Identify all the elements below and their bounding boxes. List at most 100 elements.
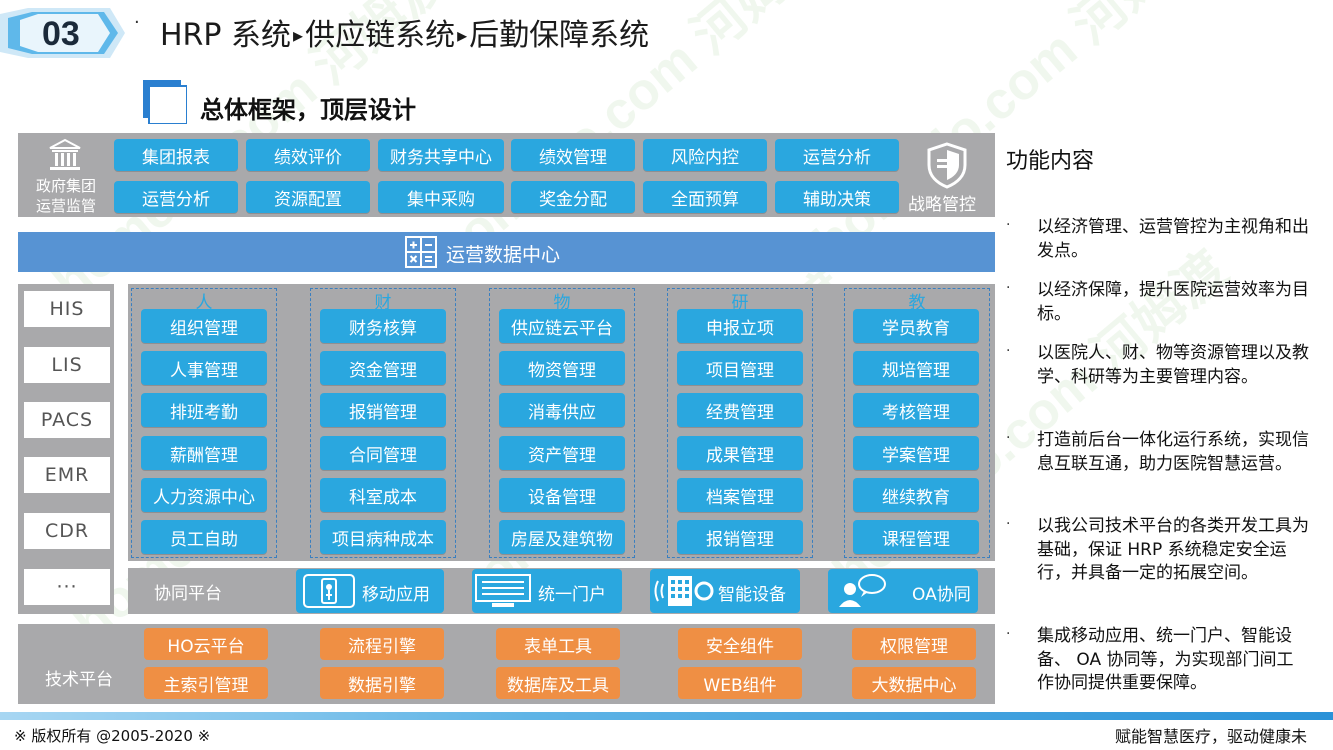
data-center-bar[interactable] [18,232,995,272]
column-frame-finance [310,288,456,558]
module-button[interactable]: 全面预算 [643,181,767,213]
column-head-education: 教 [908,293,926,313]
module-button[interactable]: 学员教育 [853,309,979,343]
module-button[interactable]: 组织管理 [141,309,267,343]
module-button[interactable]: 规培管理 [853,351,979,385]
module-button[interactable]: 报销管理 [677,520,803,554]
portal-label: 统一门户 [538,585,606,605]
feature-text: 以医院人、财、物等资源管理以及教学、科研等为主要管理内容。 [1037,343,1309,387]
system-lis[interactable]: LIS [24,347,110,383]
feature-text: 打造前后台一体化运行系统，实现信息互联互通，助力医院智慧运营。 [1037,430,1309,474]
tech-component-button[interactable]: 表单工具 [496,628,620,660]
breadcrumb: HRP 系统▸供应链系统▸后勤保障系统 [160,10,649,54]
tech-component-button[interactable]: 流程引擎 [320,628,444,660]
module-button[interactable]: 风险内控 [643,139,767,171]
bracket-icon [143,80,188,125]
column-head-research: 研 [731,293,749,313]
tech-component-button[interactable]: 数据引擎 [320,667,444,699]
breadcrumb-separator: ▸ [457,23,468,47]
system-emr[interactable]: EMR [24,457,110,493]
module-button[interactable]: 运营分析 [114,181,238,213]
column-frame-education [844,288,990,558]
module-button[interactable]: 资源配置 [246,181,370,213]
module-button[interactable]: 资金管理 [320,351,446,385]
column-head-material: 物 [553,293,571,313]
module-button[interactable]: 档案管理 [677,478,803,512]
page-title: 总体框架，顶层设计 [200,96,416,124]
mobile-app-label: 移动应用 [362,585,430,605]
module-button[interactable]: 报销管理 [320,393,446,427]
column-frame-research [667,288,813,558]
bullet: · [1006,516,1011,532]
tech-component-button[interactable]: 数据库及工具 [496,667,620,699]
module-button[interactable]: 运营分析 [775,139,899,171]
module-button[interactable]: 财务共享中心 [378,139,504,171]
column-head-finance: 财 [374,293,392,313]
slogan-text: 赋能智慧医疗，驱动健康未 [1114,727,1307,746]
tech-component-button[interactable]: 大数据中心 [852,667,976,699]
module-button[interactable]: 学案管理 [853,436,979,470]
bullet: · [1006,626,1011,642]
shield-icon [923,141,971,189]
tech-component-button[interactable]: 安全组件 [678,628,802,660]
column-head-people: 人 [195,293,213,313]
bullet: · [1006,343,1011,359]
module-button[interactable]: 人力资源中心 [141,478,267,512]
feature-text: 以经济保障，提升医院运营效率为目标。 [1037,280,1309,324]
module-button[interactable]: 集团报表 [114,139,238,171]
module-button[interactable]: 消毒供应 [499,393,625,427]
breadcrumb-item: 后勤保障系统 [469,18,650,53]
system-his[interactable]: HIS [24,291,110,327]
module-button[interactable]: 项目病种成本 [320,520,446,554]
module-button[interactable]: 考核管理 [853,393,979,427]
column-frame-material [489,288,635,558]
system-cdr[interactable]: CDR [24,513,110,549]
module-button[interactable]: 奖金分配 [511,181,635,213]
tech-component-button[interactable]: HO云平台 [144,628,268,660]
module-button[interactable]: 薪酬管理 [141,436,267,470]
module-button[interactable]: 经费管理 [677,393,803,427]
copyright-text: ※ 版权所有 @2005-2020 ※ [14,727,211,745]
module-button[interactable]: 员工自助 [141,520,267,554]
module-button[interactable]: 排班考勤 [141,393,267,427]
module-button[interactable]: 房屋及建筑物 [499,520,625,554]
oa-collab-label: OA协同 [912,585,971,605]
smart-device-button[interactable]: 智能设备 [650,569,800,613]
module-button[interactable]: 成果管理 [677,436,803,470]
module-button[interactable]: 辅助决策 [775,181,899,213]
module-button[interactable]: 科室成本 [320,478,446,512]
module-button[interactable]: 合同管理 [320,436,446,470]
tech-component-button[interactable]: 主索引管理 [144,667,268,699]
module-button[interactable]: 申报立项 [677,309,803,343]
technology-platform-label: 技术平台 [45,670,113,690]
collaboration-label: 协同平台 [154,584,222,604]
tech-component-button[interactable]: 权限管理 [852,628,976,660]
section-number: 03 [42,15,80,53]
smart-device-label: 智能设备 [718,585,786,605]
module-button[interactable]: 人事管理 [141,351,267,385]
module-button[interactable]: 绩效评价 [246,139,370,171]
bullet: · [1006,280,1011,296]
module-button[interactable]: 供应链云平台 [499,309,625,343]
column-frame-people [131,288,277,558]
section-number-badge: 03 [0,8,125,58]
module-button[interactable]: 财务核算 [320,309,446,343]
module-button[interactable]: 继续教育 [853,478,979,512]
oa-collab-button[interactable]: OA协同 [828,569,978,613]
systems-band [18,284,114,614]
module-button[interactable]: 课程管理 [853,520,979,554]
smart-device-icon [652,573,716,614]
system-more[interactable]: ··· [24,569,110,605]
tech-component-button[interactable]: WEB组件 [678,667,802,699]
module-button[interactable]: 资产管理 [499,436,625,470]
module-button[interactable]: 物资管理 [499,351,625,385]
data-center-label: 运营数据中心 [446,244,561,266]
feature-text: 以我公司技术平台的各类开发工具为基础，保证 HRP 系统稳定安全运行，并具备一定… [1037,516,1309,583]
system-pacs[interactable]: PACS [24,402,110,438]
module-button[interactable]: 绩效管理 [511,139,635,171]
module-button[interactable]: 设备管理 [499,478,625,512]
module-button[interactable]: 集中采购 [378,181,504,213]
module-button[interactable]: 项目管理 [677,351,803,385]
portal-button[interactable]: 统一门户 [472,569,622,613]
mobile-app-button[interactable]: 移动应用 [296,569,444,613]
